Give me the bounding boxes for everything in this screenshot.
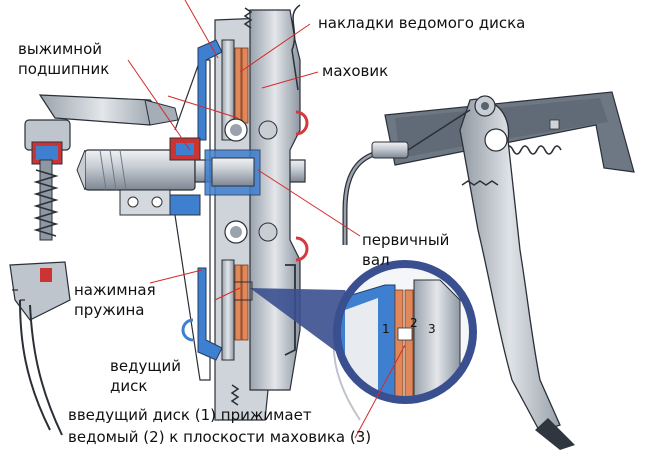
- label-release-bearing-line2: подшипник: [18, 60, 110, 78]
- label-input-shaft-line2: вал: [362, 251, 390, 269]
- release-fork-mechanism: [9, 94, 179, 436]
- inset-number-2: 2: [410, 316, 418, 330]
- label-pressure-spring-line2: пружина: [74, 301, 145, 319]
- pedal-spring: [504, 145, 562, 155]
- label-input-shaft-line1: первичный: [362, 231, 450, 249]
- label-release-bearing-line1: выжимной: [18, 40, 102, 58]
- inset-detail: [333, 260, 477, 404]
- flywheel-outline: [291, 4, 301, 91]
- inset-number-1: 1: [382, 322, 390, 336]
- caption-line1: введущий диск (1) прижимает: [68, 406, 312, 424]
- clutch-assembly: [169, 7, 309, 421]
- label-pressure-spring-line1: нажимная: [74, 281, 156, 299]
- pedal-return-spring: [461, 180, 499, 186]
- clutch-pedal: [459, 95, 575, 450]
- caption-line2: ведомый (2) к плоскости маховика (3): [68, 428, 372, 446]
- label-drive-disc-line1: ведущий: [110, 357, 181, 375]
- label-driven-disc-linings: накладки ведомого диска: [318, 14, 526, 32]
- inset-number-3: 3: [428, 322, 436, 336]
- leader-lines: [127, 0, 406, 439]
- clutch-cable: [332, 109, 471, 421]
- label-drive-disc-line2: диск: [110, 377, 148, 395]
- label-flywheel: маховик: [322, 62, 389, 80]
